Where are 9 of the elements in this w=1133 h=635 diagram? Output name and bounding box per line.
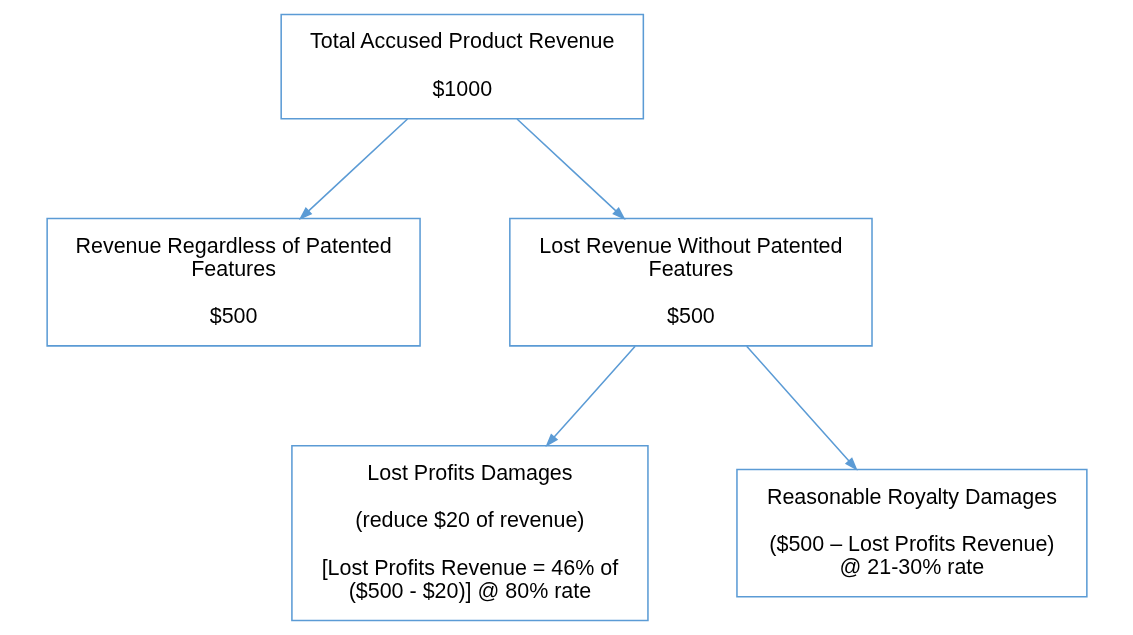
node-box: Revenue Regardless of Patented Features $500 — [45, 217, 421, 347]
arrow — [298, 118, 408, 220]
arrow — [745, 345, 858, 471]
arrow — [544, 345, 636, 447]
arrow — [515, 118, 626, 220]
node-box: Total Accused Product Revenue $1000 — [279, 13, 644, 120]
node-box: Lost Revenue Without Patented Features $500 — [508, 217, 873, 347]
node-box: Reasonable Royalty Damages ($500 – Lost Profits Revenue) @ 21-30% rate — [735, 468, 1088, 598]
node-box: Lost Profits Damages (reduce $20 of revenue) [Lost Profits Revenue = 46% of ($500 - $20)] @ 80% rate — [290, 444, 649, 622]
